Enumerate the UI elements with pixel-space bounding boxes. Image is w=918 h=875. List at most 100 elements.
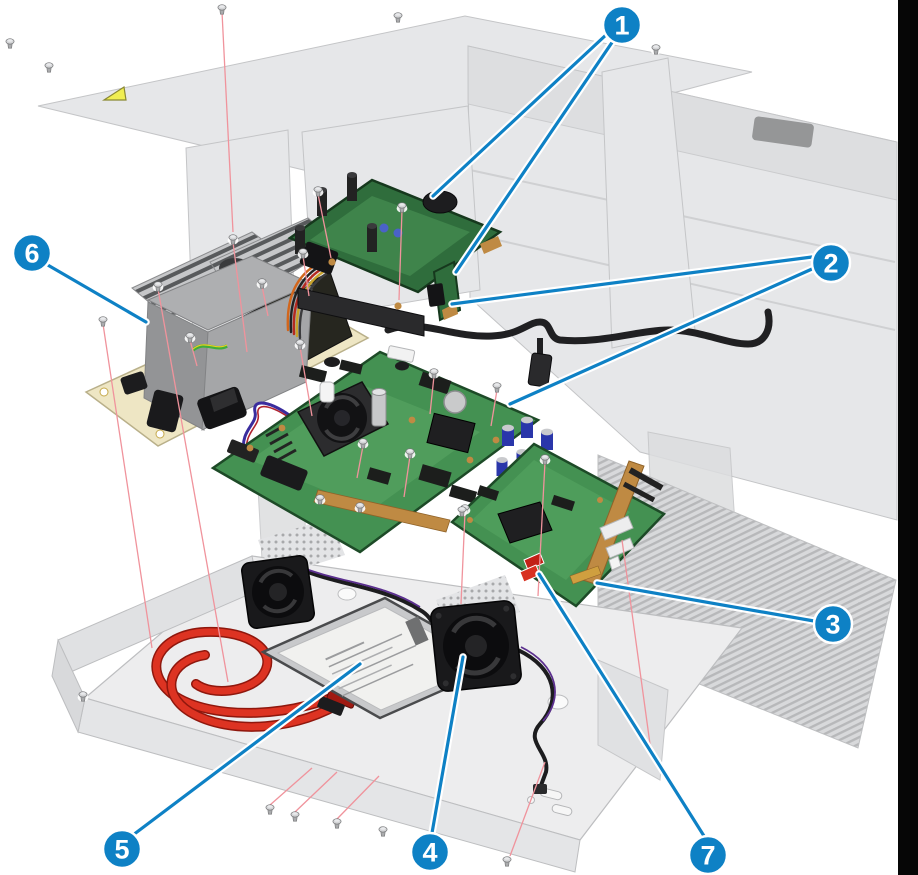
callout-leader-line <box>431 32 609 198</box>
screws <box>4 4 662 867</box>
ground-wire <box>191 344 228 352</box>
screw <box>428 368 440 379</box>
callout-number: 1 <box>614 11 629 41</box>
ac-inlet-socket <box>210 388 238 412</box>
bga-chip <box>497 501 553 544</box>
screw <box>392 12 404 23</box>
screw <box>77 691 89 702</box>
mezzanine-connector <box>426 283 446 307</box>
screw-leader-line <box>232 241 248 353</box>
tray-left-wall <box>51 638 86 734</box>
ic-chip <box>550 494 576 512</box>
board-connector <box>227 439 259 463</box>
screw <box>331 818 343 829</box>
black-capacitor <box>324 357 340 367</box>
ic-chip <box>418 464 452 488</box>
screw <box>4 38 16 49</box>
black-capacitor <box>395 361 409 371</box>
ground-wire-stripe <box>192 344 228 350</box>
white-standoff <box>319 381 335 403</box>
edge-connector-gold <box>480 236 502 254</box>
screw-leader-line <box>299 346 313 417</box>
callout-5: 5 <box>101 660 364 870</box>
hdd-label <box>325 616 429 697</box>
screw <box>184 332 196 343</box>
screw-leader-line <box>302 255 310 297</box>
gold-pad <box>597 497 603 503</box>
screw <box>216 4 228 15</box>
screw <box>294 339 306 350</box>
screw <box>396 202 408 213</box>
gold-finger-strip <box>569 565 602 585</box>
psu-mount-hole <box>155 429 165 439</box>
tray-slot <box>551 804 573 816</box>
blue-cap <box>393 228 403 238</box>
callout-leader-line <box>44 262 148 324</box>
ic-chip <box>366 467 392 485</box>
screw <box>43 62 55 73</box>
bottom-tray <box>51 518 744 873</box>
screw-leader-line <box>269 767 313 806</box>
ic-chip <box>476 485 500 501</box>
cpu-cooler <box>296 381 390 457</box>
warning-triangle-sticker <box>101 85 127 101</box>
transformer-block <box>299 241 339 275</box>
screw-leader-lines <box>102 11 651 857</box>
gold-pad <box>394 302 402 310</box>
blue-cap <box>379 223 389 233</box>
callout-bubble <box>409 831 451 873</box>
pcb-tint <box>472 460 630 580</box>
screw <box>650 44 662 55</box>
screw-leader-line <box>429 375 435 415</box>
ic-chip <box>448 484 478 504</box>
screw <box>456 506 468 517</box>
cooling-fan-right <box>430 600 522 692</box>
rear-chassis-shade-band <box>467 45 898 201</box>
black-connector-bar <box>628 467 664 491</box>
screw-leader-line <box>356 445 364 479</box>
bga-chip <box>426 412 476 454</box>
callout-bubble <box>101 828 143 870</box>
callout-number: 6 <box>24 239 39 269</box>
screw <box>152 281 164 292</box>
ic-chip <box>339 359 363 375</box>
gold-pads <box>246 416 500 504</box>
screw-leader-line <box>336 775 380 820</box>
callout-leader-line <box>508 267 814 406</box>
white-slot <box>608 555 622 571</box>
callout-leader-line <box>595 581 816 623</box>
callout-leader-line <box>430 655 465 835</box>
screw-leader-line <box>189 339 198 367</box>
callout-number: 4 <box>422 838 437 868</box>
screw <box>501 856 513 867</box>
callout-6: 6 <box>11 232 150 326</box>
mezzanine-card <box>426 260 462 322</box>
callout-leader-line <box>454 39 615 274</box>
screw-leader-line <box>294 771 338 813</box>
callout-7: 7 <box>535 570 729 875</box>
gold-pad <box>328 258 336 266</box>
image-right-black-strip <box>898 0 918 875</box>
red-connector-upper <box>523 552 545 571</box>
screw-leader-line <box>460 511 466 605</box>
ic-chip <box>418 371 452 395</box>
black-connector-bar <box>622 481 656 503</box>
power-switch <box>146 389 184 433</box>
harness-connector <box>527 352 553 388</box>
fan-wire-harness <box>297 565 556 794</box>
callout-bubble <box>601 4 643 46</box>
callout-number: 5 <box>114 835 129 865</box>
board-edge-copper <box>313 489 451 533</box>
screw <box>289 811 301 822</box>
ic-chip <box>298 365 328 383</box>
screw-leader-line <box>403 455 411 498</box>
screw <box>314 494 326 505</box>
screw <box>264 804 276 815</box>
callout-bubble <box>687 834 729 875</box>
screw <box>357 438 369 449</box>
screw <box>256 278 268 289</box>
screw <box>404 448 416 459</box>
pcb-tint <box>310 196 470 276</box>
